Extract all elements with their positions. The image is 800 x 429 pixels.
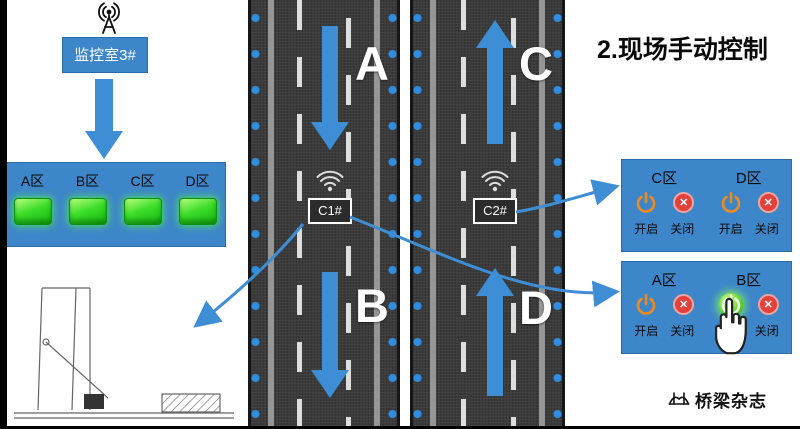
control-zone-d: D区 ✕ 开启 关闭 (707, 160, 792, 251)
roadway-cd: C C2# D (410, 0, 565, 429)
lane-divider (461, 0, 466, 429)
controller-c2-box: C2# (473, 198, 517, 224)
open-power-button[interactable] (634, 191, 658, 215)
zone-status-panel: A区 B区 C区 D区 (4, 162, 226, 247)
status-zone-label: A区 (20, 173, 45, 189)
guardrail-posts (251, 0, 260, 429)
wifi-icon (316, 170, 344, 192)
status-zone-label: B区 (75, 173, 100, 189)
monitor-room-box: 监控室3# (62, 37, 148, 73)
wifi-icon (481, 170, 509, 192)
status-zone-a: A区 (7, 171, 59, 246)
status-zone-b: B区 (62, 171, 114, 246)
guardrail-posts (413, 0, 422, 429)
green-lamp-indicator (13, 198, 52, 225)
edge-line (374, 0, 380, 429)
open-power-button[interactable] (719, 191, 743, 215)
guardrail-posts (388, 0, 397, 429)
close-button[interactable]: ✕ (757, 192, 779, 213)
status-zone-d: D区 (172, 171, 224, 246)
close-x-icon: ✕ (763, 197, 773, 209)
close-label: 关闭 (670, 324, 695, 338)
control-zone-c: C区 ✕ 开启 关闭 (622, 160, 707, 251)
roadway-ab: A C1# B (248, 0, 400, 429)
traffic-arrow-down (311, 26, 349, 150)
close-label: 关闭 (754, 324, 779, 338)
page-title: 2.现场手动控制 (597, 36, 768, 64)
lane-label-d: D (519, 281, 553, 334)
left-border (0, 0, 7, 429)
guardrail-posts (553, 0, 562, 429)
green-lamp-indicator (178, 198, 217, 225)
open-label: 开启 (718, 222, 743, 236)
close-button[interactable]: ✕ (673, 294, 695, 315)
green-lamp-indicator (68, 198, 107, 225)
manual-control-panel-cd: C区 ✕ 开启 关闭 D区 ✕ (621, 159, 792, 252)
magazine-logo: 桥梁杂志 (668, 387, 767, 412)
open-label: 开启 (634, 222, 659, 236)
traffic-arrow-up (476, 268, 514, 396)
status-zone-label: C区 (130, 173, 155, 189)
bridge-logo-icon (668, 391, 690, 405)
hand-cursor-icon (714, 297, 747, 355)
traffic-arrow-down (311, 272, 349, 398)
close-x-icon: ✕ (679, 197, 689, 209)
logo-text: 桥梁杂志 (695, 392, 767, 411)
edge-line (430, 0, 436, 429)
lane-label-b: B (355, 279, 389, 332)
lane-divider (297, 0, 302, 429)
manual-control-panel-ab: A区 ✕ 开启 关闭 B区 ✕ (621, 261, 792, 354)
green-lamp-indicator (123, 198, 162, 225)
close-label: 关闭 (754, 222, 779, 236)
edge-line (539, 0, 545, 429)
lane-label-c: C (519, 37, 553, 90)
zone-label: C区 (651, 170, 678, 187)
lane-label-a: A (355, 37, 389, 90)
traffic-arrow-up (476, 20, 514, 144)
close-x-icon: ✕ (679, 299, 689, 311)
close-label: 关闭 (670, 222, 695, 236)
control-zone-a: A区 ✕ 开启 关闭 (622, 262, 707, 353)
zone-label: A区 (651, 272, 677, 289)
barrier-machine-drawing (14, 287, 234, 419)
zone-label: D区 (735, 170, 762, 187)
zone-label: B区 (736, 272, 762, 289)
close-button[interactable]: ✕ (673, 192, 695, 213)
edge-line (268, 0, 274, 429)
open-label: 开启 (634, 324, 659, 338)
status-zone-c: C区 (117, 171, 169, 246)
command-down-arrow (85, 79, 123, 159)
open-power-button[interactable] (634, 293, 658, 317)
controller-c1-box: C1# (308, 198, 352, 224)
status-zone-label: D区 (185, 173, 210, 189)
bottom-border (0, 426, 800, 429)
antenna-icon (98, 2, 120, 34)
close-x-icon: ✕ (763, 299, 773, 311)
close-button[interactable]: ✕ (757, 294, 779, 315)
